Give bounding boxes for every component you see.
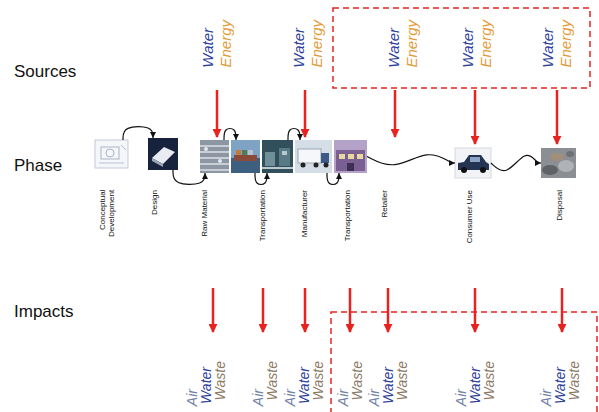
source-label: Energy bbox=[218, 20, 233, 68]
impact-label: Water bbox=[553, 367, 567, 404]
impact-label: Waste bbox=[482, 361, 496, 400]
impact-arrow bbox=[212, 288, 215, 332]
source-arrow bbox=[474, 90, 477, 144]
source-label: Energy bbox=[558, 20, 573, 68]
impact-label: Waste bbox=[265, 361, 279, 400]
phase-node: Consumer Use bbox=[455, 148, 491, 178]
phase-node: Raw Material bbox=[200, 140, 229, 173]
source-label: Water bbox=[200, 28, 215, 68]
impact-label: Air bbox=[539, 389, 553, 406]
source-arrow bbox=[556, 90, 559, 144]
source-label: Water bbox=[386, 28, 401, 68]
factory-picture bbox=[262, 140, 293, 173]
source-arrow bbox=[304, 90, 307, 137]
flow-arrow bbox=[327, 173, 339, 185]
impact-arrow bbox=[474, 288, 477, 332]
row-heading: Impacts bbox=[14, 303, 74, 320]
car-picture bbox=[455, 148, 491, 178]
phase-node: Retailer bbox=[334, 140, 367, 173]
waste-picture bbox=[541, 148, 576, 178]
flow-arrow bbox=[173, 170, 205, 184]
phase-caption: Manufacturer bbox=[301, 190, 310, 237]
design-picture bbox=[148, 138, 178, 170]
phase-caption: Retailer bbox=[381, 190, 390, 218]
row-heading: Sources bbox=[14, 63, 76, 80]
phase-caption: Consumer Use bbox=[466, 190, 475, 243]
impact-label: Water bbox=[468, 367, 482, 404]
phase-caption: Transportation bbox=[259, 190, 268, 241]
impact-label: Water bbox=[297, 367, 311, 404]
flow-arrow bbox=[367, 155, 455, 165]
phase-caption: Disposal bbox=[556, 190, 565, 221]
phase-node: Disposal bbox=[541, 148, 576, 178]
flow-arrow bbox=[255, 173, 267, 185]
raw-material-picture bbox=[200, 140, 229, 173]
impact-arrow bbox=[349, 288, 352, 332]
impact-label: Waste bbox=[567, 361, 581, 400]
phase-caption: Raw Material bbox=[201, 190, 210, 237]
impact-label: Air bbox=[185, 389, 199, 406]
row-heading: Phase bbox=[14, 157, 62, 174]
flow-arrow bbox=[224, 129, 236, 141]
phase-node: Manufacturer bbox=[262, 140, 293, 173]
phase-caption: Design bbox=[151, 190, 160, 215]
phase-node: Design bbox=[148, 138, 178, 170]
source-label: Energy bbox=[404, 20, 419, 68]
flow-arrow bbox=[288, 129, 300, 141]
impact-label: Water bbox=[199, 367, 213, 404]
flow-arrow bbox=[123, 127, 153, 140]
impact-label: Water bbox=[381, 367, 395, 404]
source-label: Energy bbox=[478, 20, 493, 68]
ship-picture bbox=[231, 140, 260, 173]
phase-node: Transportation bbox=[295, 140, 332, 173]
flow-arrow bbox=[491, 155, 541, 170]
impact-arrow bbox=[262, 288, 265, 332]
impact-label: Air bbox=[251, 389, 265, 406]
phase-node: Conceptual Development bbox=[95, 140, 128, 168]
impact-label: Air bbox=[336, 389, 350, 406]
impact-label: Air bbox=[283, 389, 297, 406]
source-label: Water bbox=[460, 28, 475, 68]
impact-arrow bbox=[387, 288, 390, 332]
truck-picture bbox=[295, 140, 332, 173]
source-arrow bbox=[216, 90, 219, 137]
impact-label: Waste bbox=[213, 361, 227, 400]
impact-arrow bbox=[304, 288, 307, 332]
impact-label: Air bbox=[367, 389, 381, 406]
impact-label: Waste bbox=[311, 361, 325, 400]
store-picture bbox=[334, 140, 367, 173]
dashed-region bbox=[333, 8, 590, 88]
impact-label: Waste bbox=[350, 361, 364, 400]
source-label: Water bbox=[540, 28, 555, 68]
source-label: Water bbox=[291, 28, 306, 68]
impact-arrow bbox=[561, 288, 564, 332]
phase-caption: Transportation bbox=[344, 190, 353, 241]
source-label: Energy bbox=[309, 20, 324, 68]
concept-picture bbox=[95, 140, 128, 168]
source-arrow bbox=[394, 90, 397, 137]
phase-node: Transportation bbox=[231, 140, 260, 173]
dashed-region bbox=[331, 312, 597, 412]
impact-label: Air bbox=[454, 389, 468, 406]
phase-caption: Conceptual Development bbox=[99, 190, 117, 240]
impact-label: Waste bbox=[395, 361, 409, 400]
